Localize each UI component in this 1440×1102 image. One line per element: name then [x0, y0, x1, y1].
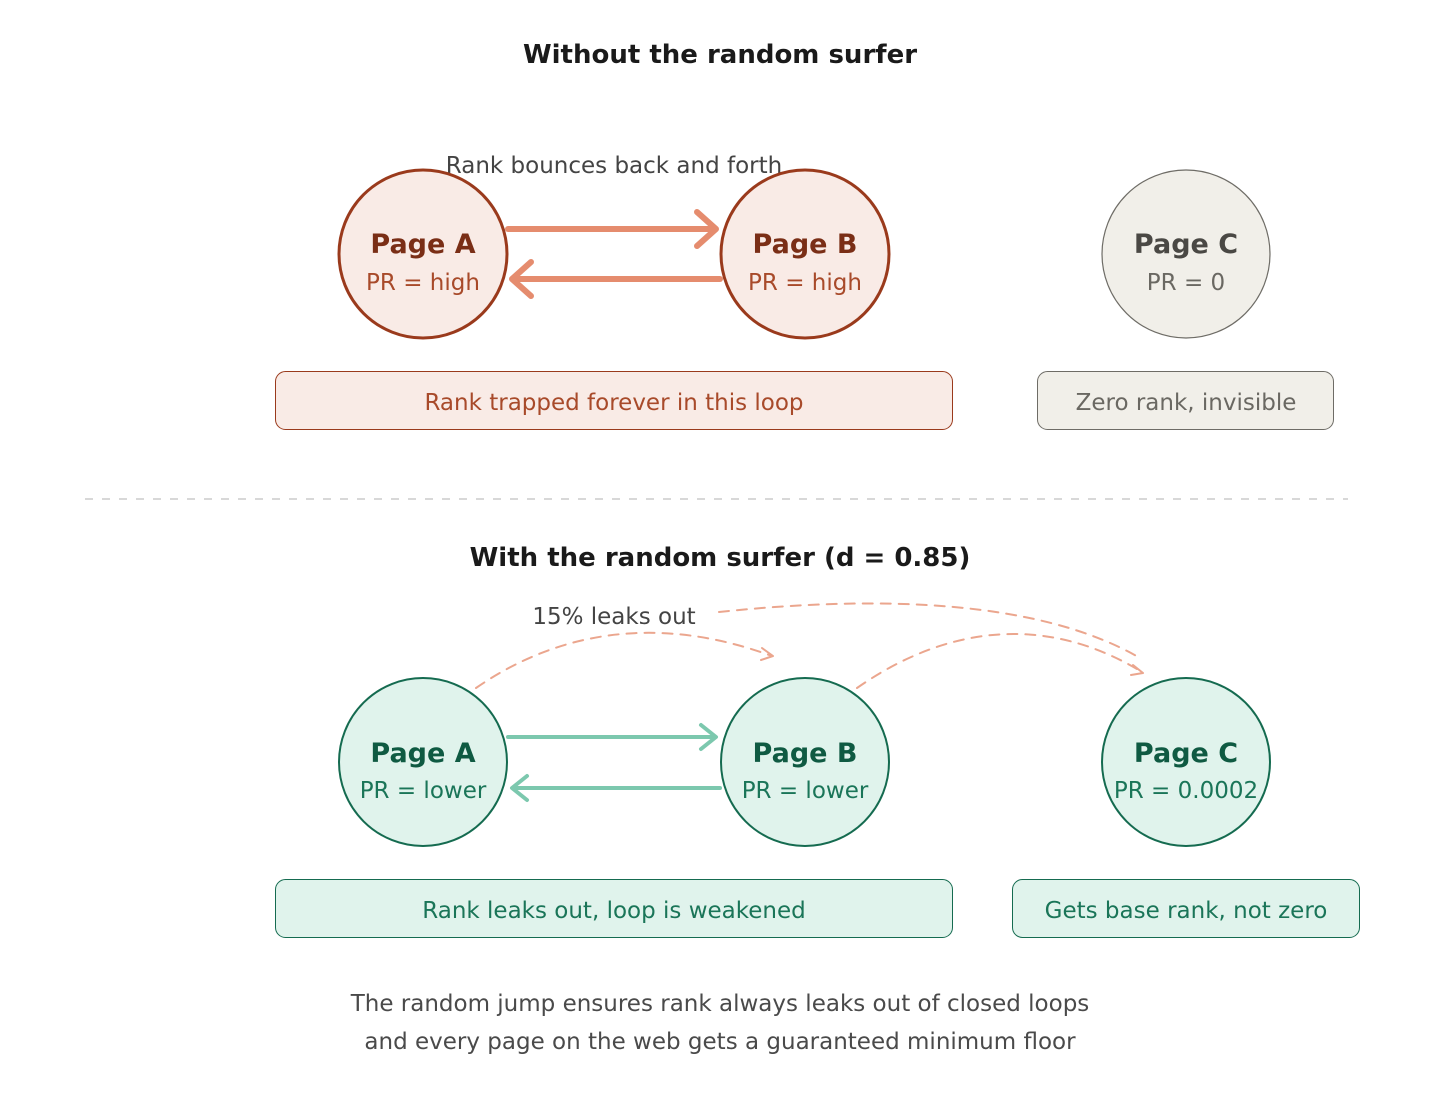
top-section-title: Without the random surfer — [523, 40, 917, 70]
node-title: Page B — [753, 229, 858, 260]
node-title: Page C — [1134, 738, 1238, 769]
node-title: Page C — [1134, 229, 1238, 260]
node-title: Page A — [370, 738, 475, 769]
bottom-node-page-b: Page B PR = lower — [720, 677, 890, 847]
caption-line-2: and every page on the web gets a guarant… — [364, 1029, 1076, 1055]
leak-annotation: 15% leaks out — [532, 604, 695, 630]
leak-arrowhead-c — [1130, 664, 1144, 676]
leak-arrowhead-b — [760, 647, 774, 661]
node-title: Page A — [370, 229, 475, 260]
bottom-section-title: With the random surfer (d = 0.85) — [470, 543, 971, 573]
node-pagerank: PR = lower — [742, 778, 869, 804]
callout-text: Gets base rank, not zero — [1045, 898, 1328, 924]
top-arrow-a-to-b — [505, 209, 719, 249]
top-arrow-b-to-a — [509, 259, 723, 299]
node-pagerank: PR = lower — [360, 778, 487, 804]
top-node-page-a: Page A PR = high — [337, 168, 509, 340]
bottom-node-page-a: Page A PR = lower — [338, 677, 508, 847]
node-title: Page B — [753, 738, 858, 769]
callout-text: Rank leaks out, loop is weakened — [422, 898, 805, 924]
zero-rank-callout: Zero rank, invisible — [1037, 371, 1334, 430]
caption-line-1: The random jump ensures rank always leak… — [350, 991, 1090, 1017]
trapped-loop-callout: Rank trapped forever in this loop — [275, 371, 953, 430]
base-rank-callout: Gets base rank, not zero — [1012, 879, 1360, 938]
bounce-annotation: Rank bounces back and forth — [446, 153, 782, 179]
callout-text: Rank trapped forever in this loop — [424, 390, 803, 416]
top-node-page-b: Page B PR = high — [719, 168, 891, 340]
weakened-loop-callout: Rank leaks out, loop is weakened — [275, 879, 953, 938]
node-pagerank: PR = high — [748, 270, 862, 296]
bottom-arrow-a-to-b — [506, 723, 718, 751]
leak-arrow-a-to-b — [475, 631, 773, 689]
leak-arrow-b-to-c — [856, 633, 1143, 689]
bottom-arrow-b-to-a — [510, 774, 722, 802]
node-pagerank: PR = high — [366, 270, 480, 296]
node-pagerank: PR = 0 — [1147, 270, 1225, 296]
leak-arrow-top-to-c — [718, 602, 1141, 659]
bottom-node-page-c: Page C PR = 0.0002 — [1101, 677, 1271, 847]
node-pagerank: PR = 0.0002 — [1114, 778, 1258, 804]
top-node-page-c: Page C PR = 0 — [1101, 169, 1271, 339]
callout-text: Zero rank, invisible — [1076, 390, 1297, 416]
